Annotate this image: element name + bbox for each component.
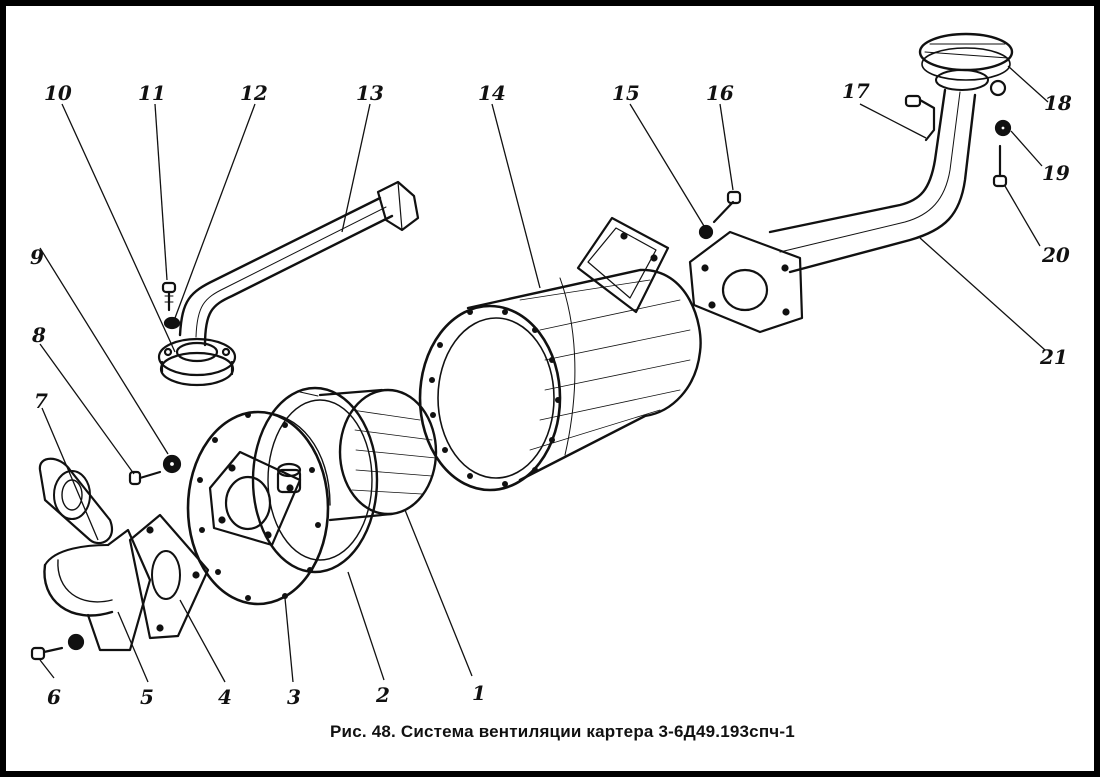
part-7-gasket	[38, 457, 113, 545]
callout-19: 19	[1042, 161, 1070, 185]
callout-21: 21	[1039, 345, 1068, 369]
part-19-washer	[994, 119, 1012, 137]
part-4-gasket	[128, 513, 210, 640]
part-15-washer	[698, 224, 714, 240]
callout-16: 16	[706, 81, 734, 105]
callout-7: 7	[34, 389, 48, 413]
callout-20: 20	[1041, 243, 1070, 267]
callout-6: 6	[47, 685, 61, 709]
part-11-bolt	[161, 281, 177, 312]
part-20-bolt	[992, 144, 1008, 188]
part-5-elbow	[43, 528, 152, 652]
part-1-cylinder	[318, 388, 438, 522]
callout-18: 18	[1044, 91, 1072, 115]
part-6-bolt	[30, 633, 85, 661]
part-18-flange	[918, 32, 1014, 97]
callout-17: 17	[842, 79, 870, 103]
figure-frame	[6, 6, 1094, 771]
callout-10: 10	[44, 81, 72, 105]
part-3-flange-plate	[186, 410, 331, 606]
figure-caption: Рис. 48. Система вентиляции картера 3-6Д…	[330, 722, 795, 741]
callout-14: 14	[478, 81, 506, 105]
part-12-washer	[163, 316, 181, 330]
part-14-housing	[418, 216, 702, 492]
callout-12: 12	[240, 81, 268, 105]
callout-1: 1	[472, 681, 486, 705]
callout-13: 13	[356, 81, 384, 105]
part-16-bolt	[712, 190, 742, 224]
leader-lines	[39, 65, 1049, 683]
callout-3: 3	[287, 685, 301, 709]
callout-4: 4	[218, 685, 232, 709]
part-21-pipe	[688, 88, 977, 334]
callout-9: 9	[30, 245, 44, 269]
callouts: 1 2 3 4 5 6 7 8 9 10 11 12 13 14 15 16 1…	[30, 79, 1072, 709]
part-13-pipe	[178, 180, 420, 347]
callout-8: 8	[31, 323, 46, 347]
part-9-nut	[162, 454, 182, 474]
part-8-bolt	[128, 470, 162, 486]
part-10-flange	[157, 337, 237, 387]
callout-11: 11	[138, 81, 166, 105]
callout-15: 15	[612, 81, 640, 105]
part-17-clamp	[904, 94, 936, 142]
callout-5: 5	[140, 685, 154, 709]
part-2-ring	[251, 386, 379, 574]
callout-2: 2	[375, 683, 390, 707]
